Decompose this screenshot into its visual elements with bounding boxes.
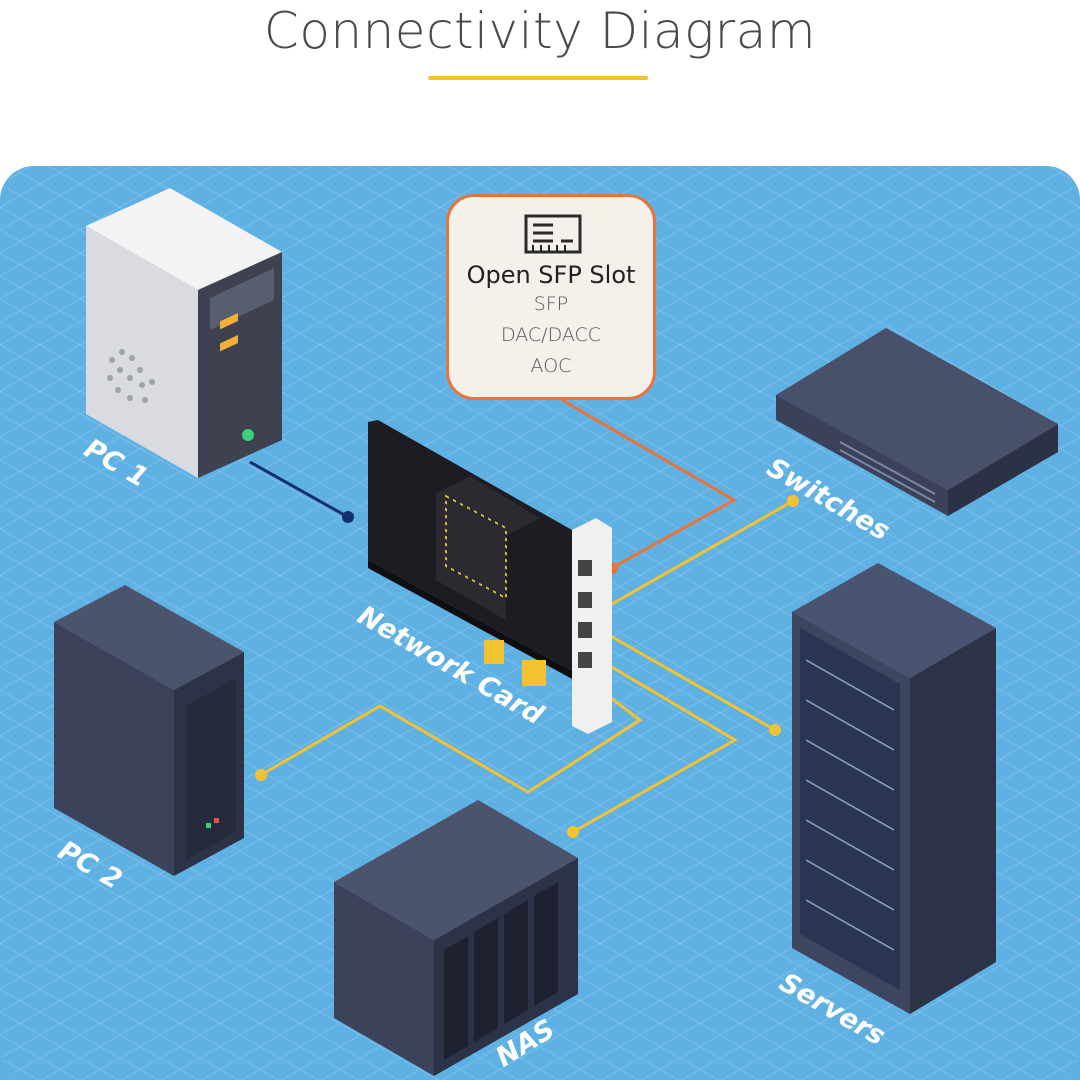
switch-device [776,328,1058,516]
network-card [368,420,612,734]
callout-line: DAC/DACC [500,324,602,346]
pc1-tower [86,188,282,478]
callout-line: SFP [533,293,569,315]
pc2-tower [54,585,244,876]
sfp-module-icon [524,214,582,254]
title-underline [428,76,648,80]
pc2-link-dot [255,769,267,781]
nas-link-dot [567,826,579,838]
pc1-link-dot [342,511,354,523]
server-link-dot [769,724,781,736]
callout-line: AOC [530,355,572,377]
sfp-link [561,398,738,570]
page-title: Connectivity Diagram [263,2,817,60]
callout-title: Open SFP Slot [466,261,636,289]
pc1-link [249,460,349,519]
pc2-link [260,688,643,794]
sfp-slot-callout: Open SFP Slot SFP DAC/DACC AOC [446,194,656,400]
sfp-ports [578,560,592,668]
server-rack [792,563,996,1014]
nas-device [334,800,578,1076]
server-link [599,628,776,732]
switch-link-dot [787,495,799,507]
connections [249,398,799,838]
nas-link [572,658,738,834]
switch-link [611,499,794,606]
